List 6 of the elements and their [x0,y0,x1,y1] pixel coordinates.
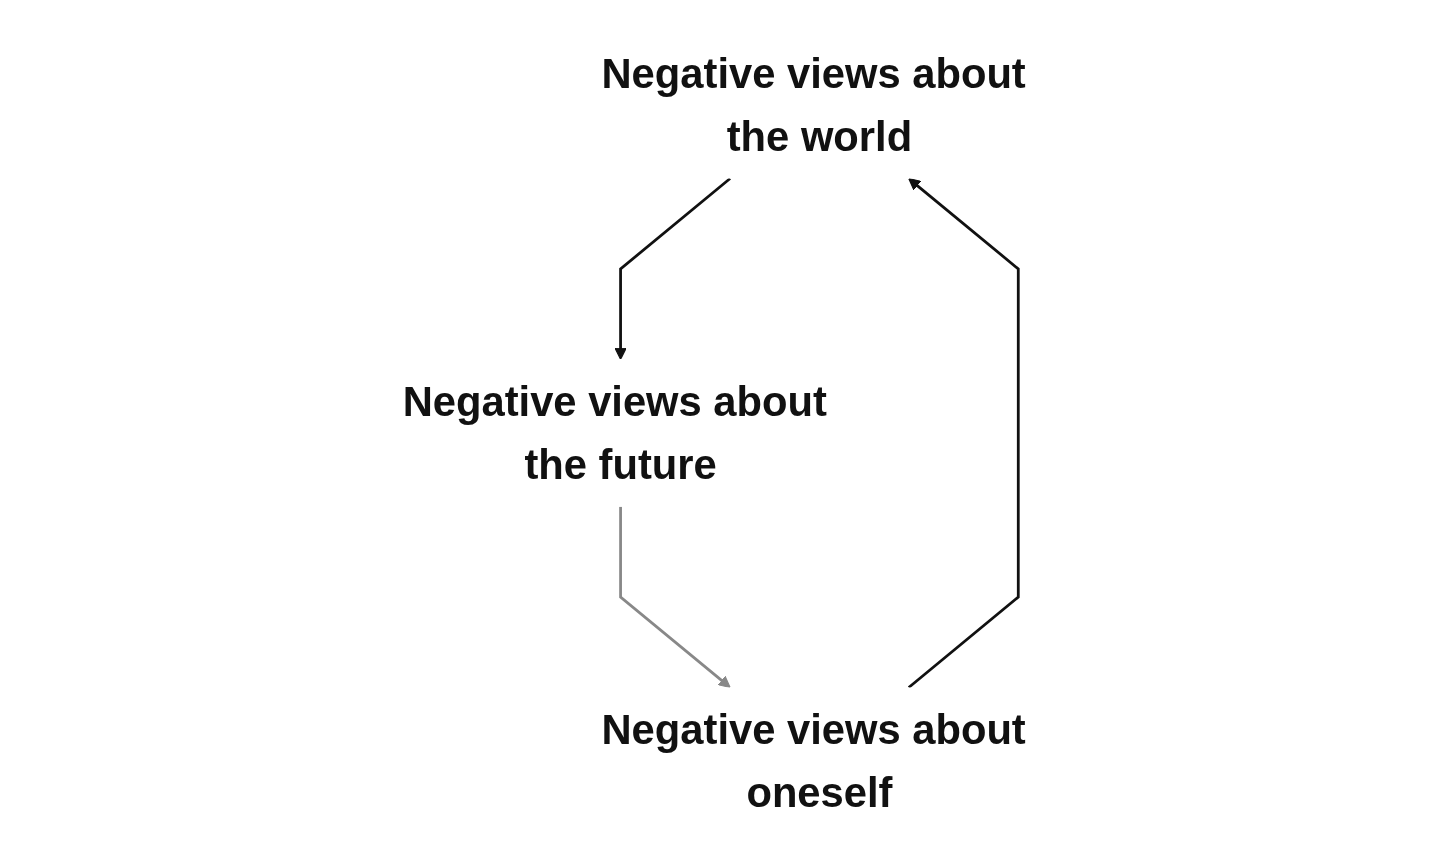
node-text: Negative views about the future [402,378,827,488]
arrow [619,506,731,689]
node-text: Negative views about the world [601,50,1026,160]
arrow [614,177,731,360]
node-text: Negative views about oneself [601,706,1026,816]
arrow [907,177,1020,689]
